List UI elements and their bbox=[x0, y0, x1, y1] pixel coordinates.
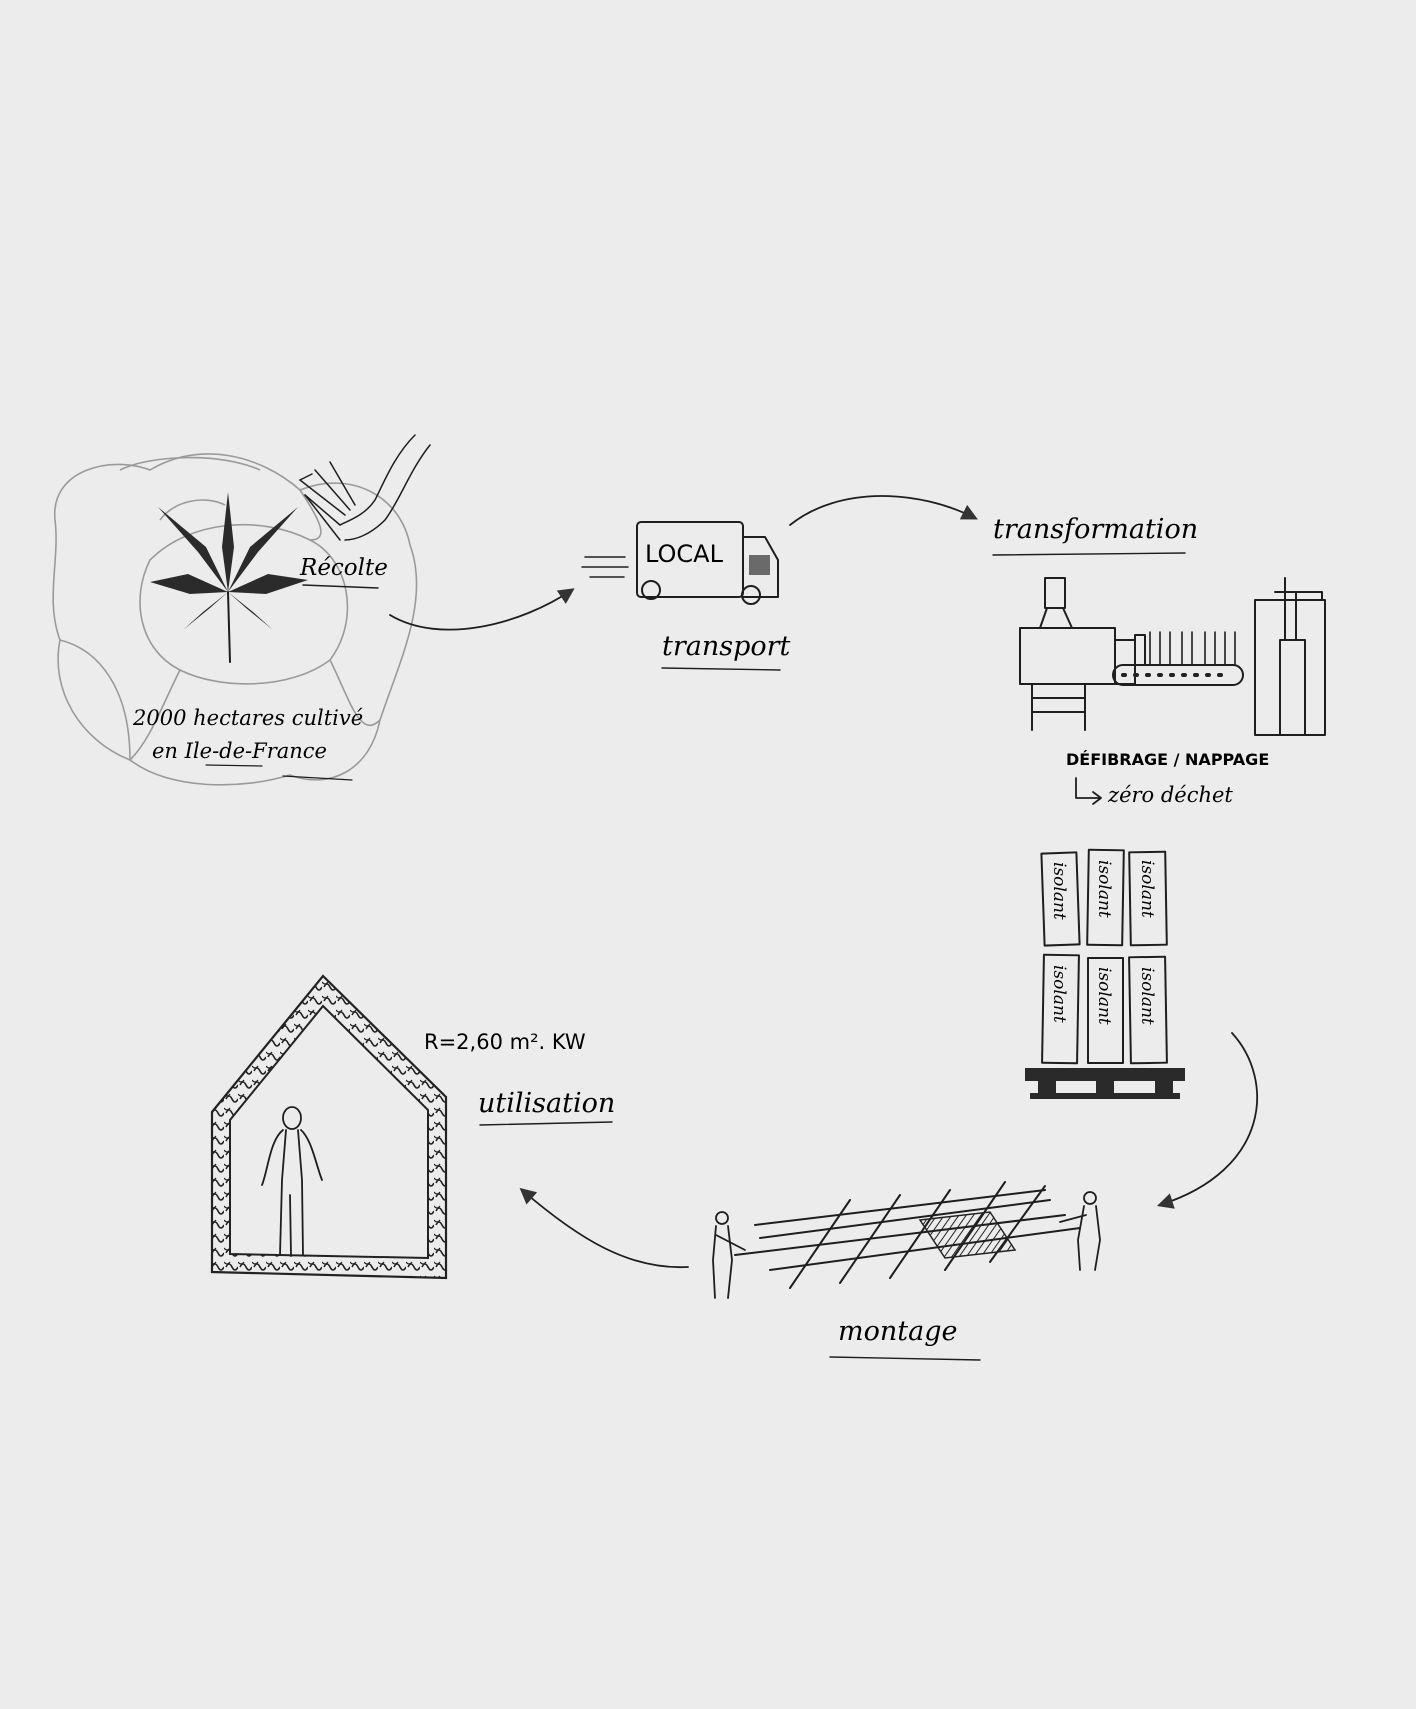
truck-label: LOCAL bbox=[645, 540, 724, 568]
insulation-panel bbox=[1087, 957, 1124, 1064]
fields-caption-line1: 2000 hectares cultivé bbox=[132, 706, 363, 730]
insulation-panel bbox=[1086, 848, 1125, 947]
insulation-panel bbox=[1041, 953, 1080, 1065]
arrow-transport-to-transformation bbox=[789, 495, 978, 526]
panel-label: isolant bbox=[1094, 967, 1114, 1025]
recolte-label: Récolte bbox=[299, 555, 388, 581]
fields-illustration bbox=[52, 453, 418, 786]
person-icon bbox=[261, 1106, 323, 1256]
utilisation-label: utilisation bbox=[478, 1088, 615, 1119]
frame-assembly-icon bbox=[734, 1181, 1081, 1289]
harvest-hand-icon bbox=[299, 434, 431, 541]
hemp-leaf-icon bbox=[150, 492, 308, 663]
result-label: zéro déchet bbox=[1107, 783, 1233, 807]
insulation-panel-labels: isolant isolant isolant isolant isolant … bbox=[1049, 860, 1157, 1025]
panel-label: isolant bbox=[1049, 965, 1069, 1023]
pallet-icon bbox=[1025, 1068, 1185, 1099]
process-label: DÉFIBRAGE / NAPPAGE bbox=[1066, 750, 1269, 769]
resistance-label: R=2,60 m². KW bbox=[424, 1030, 586, 1054]
arrow-harvest-to-transport bbox=[389, 588, 575, 631]
processing-machine-icon bbox=[1019, 577, 1326, 736]
montage-label: montage bbox=[838, 1316, 957, 1347]
worker-right-icon bbox=[1059, 1191, 1101, 1271]
arrow-insulation-to-assembly bbox=[1156, 1032, 1258, 1209]
panel-label: isolant bbox=[1094, 860, 1114, 918]
insulation-panel bbox=[1128, 955, 1168, 1065]
insulation-panel bbox=[1040, 851, 1081, 947]
panel-label: isolant bbox=[1049, 862, 1069, 920]
panel-label: isolant bbox=[1137, 860, 1157, 918]
insulated-house-icon bbox=[210, 974, 448, 1280]
arrow-assembly-to-use bbox=[519, 1187, 689, 1269]
insulation-panel bbox=[1128, 850, 1168, 947]
worker-left-icon bbox=[712, 1211, 746, 1299]
result-arrow-icon bbox=[1075, 777, 1102, 805]
insulation-stack bbox=[1040, 848, 1168, 1065]
panel-label: isolant bbox=[1137, 967, 1157, 1025]
transport-label: transport bbox=[662, 631, 791, 662]
transformation-label: transformation bbox=[993, 514, 1198, 545]
fields-caption-line2: en Ile-de-France bbox=[152, 739, 327, 763]
truck-icon bbox=[581, 521, 779, 605]
